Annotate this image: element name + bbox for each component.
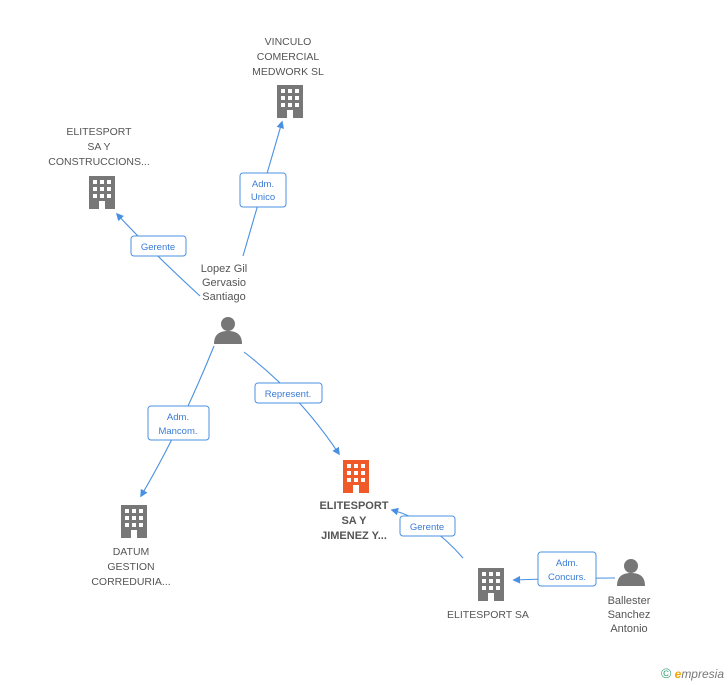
person-icon xyxy=(214,317,242,344)
relation-adm-mancom-line2: Mancom. xyxy=(158,426,197,437)
node-lopez-line2: Gervasio xyxy=(202,277,246,289)
brand-e: e xyxy=(674,667,682,681)
node-vinculo-line3: MEDWORK SL xyxy=(252,66,324,78)
node-elitesport-construcciones[interactable]: ELITESPORT SA Y CONSTRUCCIONS... xyxy=(48,126,150,209)
node-elitesport-construcciones-line1: ELITESPORT xyxy=(66,126,132,138)
building-icon xyxy=(89,176,115,209)
empresia-logo[interactable]: © empresia xyxy=(661,665,724,681)
relation-adm-mancom-line1: Adm. xyxy=(167,412,189,423)
node-ballester-line3: Antonio xyxy=(610,623,647,635)
relation-adm-concurs-line2: Concurs. xyxy=(548,572,586,583)
node-elitesport-construcciones-line3: CONSTRUCCIONS... xyxy=(48,156,150,168)
node-datum-line3: CORREDURIA... xyxy=(91,576,170,588)
node-elitesport-jimenez-line1: ELITESPORT xyxy=(319,500,388,512)
relation-gerente-1-text: Gerente xyxy=(141,242,175,253)
relation-adm-unico-line1: Adm. xyxy=(252,179,274,190)
person-icon xyxy=(617,559,645,586)
copyright-symbol: © xyxy=(660,665,672,681)
relation-represent[interactable]: Represent. xyxy=(254,382,323,404)
node-elitesport-jimenez-line3: JIMENEZ Y... xyxy=(321,530,387,542)
node-elitesport-sa-line1: ELITESPORT SA xyxy=(447,609,529,621)
brand-name: mpresia xyxy=(681,667,724,681)
node-datum-line1: DATUM xyxy=(113,546,150,558)
relation-gerente-2[interactable]: Gerente xyxy=(399,515,456,537)
building-icon xyxy=(277,85,303,118)
node-lopez-gil[interactable]: Lopez Gil Gervasio Santiago xyxy=(201,263,247,344)
node-elitesport-construcciones-line2: SA Y xyxy=(87,141,110,153)
node-elitesport-jimenez[interactable]: ELITESPORT SA Y JIMENEZ Y... xyxy=(319,460,389,542)
node-datum-line2: GESTION xyxy=(107,561,154,573)
node-lopez-line1: Lopez Gil xyxy=(201,263,247,275)
relation-adm-concurs[interactable]: Adm. Concurs. xyxy=(537,551,597,587)
relation-adm-unico[interactable]: Adm. Unico xyxy=(239,172,287,208)
relation-represent-text: Represent. xyxy=(265,389,311,400)
node-ballester[interactable]: Ballester Sanchez Antonio xyxy=(608,559,651,635)
relation-adm-concurs-line1: Adm. xyxy=(556,558,578,569)
node-datum[interactable]: DATUM GESTION CORREDURIA... xyxy=(91,505,171,588)
node-vinculo-line2: COMERCIAL xyxy=(257,51,320,63)
node-vinculo-line1: VINCULO xyxy=(265,36,312,48)
relation-gerente-1[interactable]: Gerente xyxy=(130,235,187,257)
node-elitesport-jimenez-line2: SA Y xyxy=(341,515,367,527)
node-vinculo[interactable]: VINCULO COMERCIAL MEDWORK SL xyxy=(252,36,324,118)
node-ballester-line2: Sanchez xyxy=(608,609,651,621)
node-ballester-line1: Ballester xyxy=(608,595,651,607)
node-lopez-line3: Santiago xyxy=(202,291,245,303)
relation-adm-mancom[interactable]: Adm. Mancom. xyxy=(147,405,210,441)
relation-adm-unico-line2: Unico xyxy=(251,192,275,203)
node-elitesport-sa[interactable]: ELITESPORT SA xyxy=(447,568,529,621)
relation-gerente-2-text: Gerente xyxy=(410,522,444,533)
building-icon xyxy=(343,460,369,493)
building-icon xyxy=(121,505,147,538)
building-icon xyxy=(478,568,504,601)
